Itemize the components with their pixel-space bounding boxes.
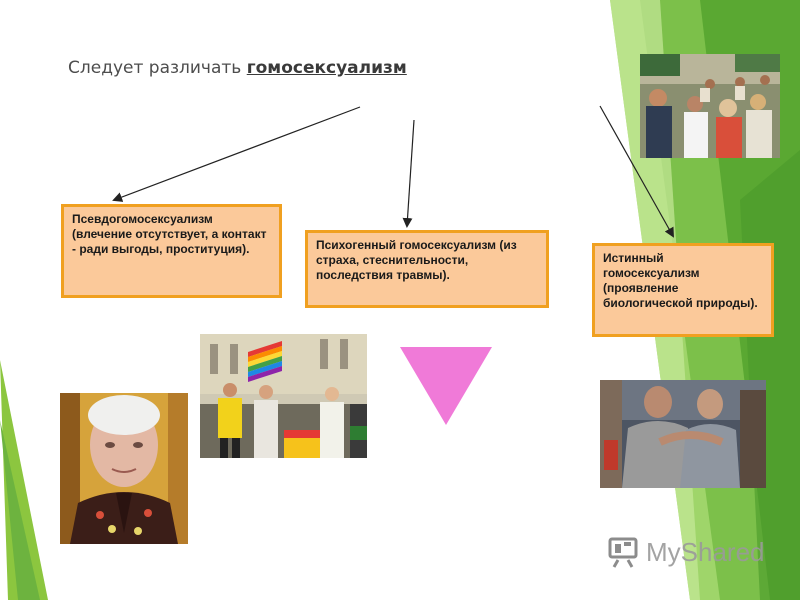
box-psychogenic: Психогенный гомосексуализм (из страха, с… — [305, 230, 549, 308]
box-pseudo: Псевдогомосексуализм (влечение отсутству… — [61, 204, 282, 298]
myshared-logo: MyShared — [608, 536, 765, 568]
slide-title: Следует различать гомосексуализм — [68, 58, 407, 78]
arrow-middle — [402, 119, 415, 228]
pink-triangle — [400, 347, 492, 425]
title-prefix: Следует различать — [68, 58, 247, 78]
arrow-right — [599, 105, 674, 238]
title-term: гомосексуализм — [246, 58, 407, 78]
rainbow-flag-parade-photo — [200, 334, 367, 458]
slide-logo-icon — [608, 537, 638, 568]
box-true: Истинный гомосексуализм (проявление биол… — [592, 243, 774, 337]
man-portrait-photo — [60, 393, 188, 544]
two-men-embracing-photo — [600, 380, 766, 488]
arrow-left — [112, 106, 361, 202]
pride-crowd-photo — [640, 54, 780, 158]
logo-text: MyShared — [646, 536, 765, 567]
